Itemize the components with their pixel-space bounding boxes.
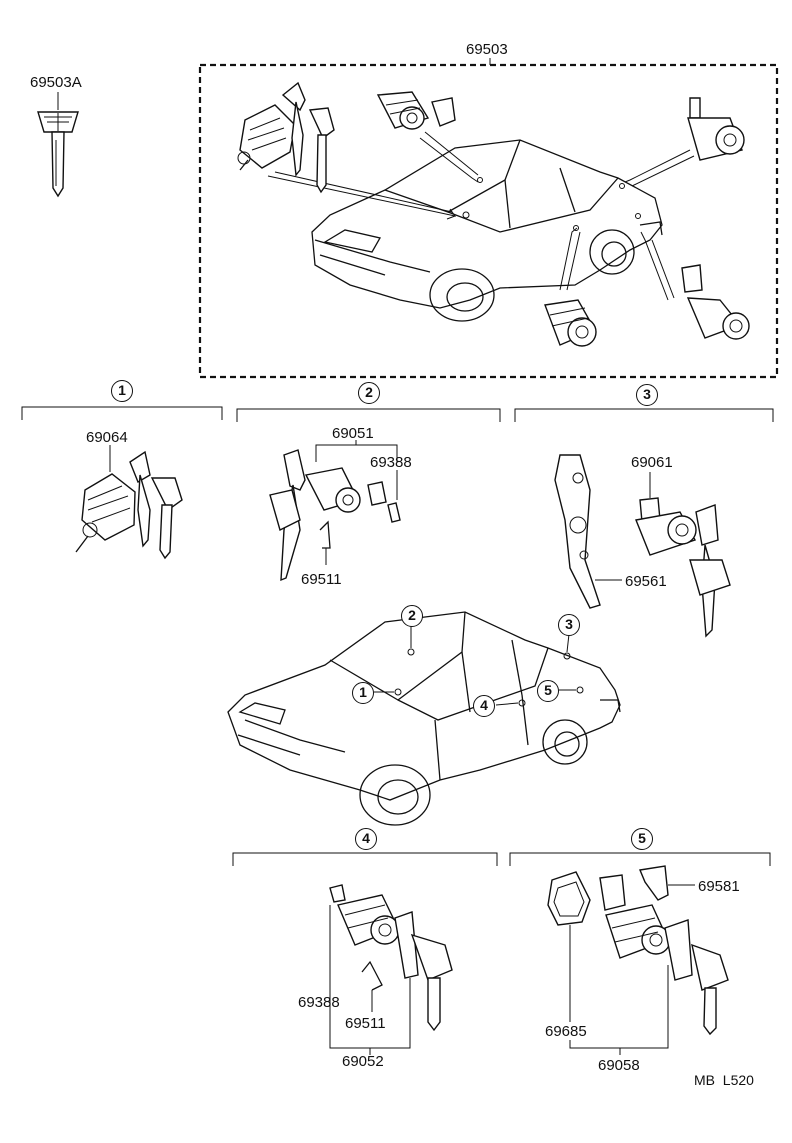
ignition-lock-icon [237, 81, 335, 194]
trunk-lock-icon [376, 91, 456, 130]
group-4-number: 4 [355, 828, 377, 850]
part-label-69388-g4: 69388 [298, 994, 340, 1011]
group-2-number: 2 [358, 382, 380, 404]
door-lock-right-icon [687, 97, 745, 161]
car-callout-3: 3 [558, 614, 580, 636]
door-lock-cylinder-icon [544, 299, 597, 347]
group-3-bracket [514, 408, 774, 422]
group-3-number: 3 [636, 384, 658, 406]
part-label-69511-g2: 69511 [301, 571, 342, 588]
assembly-frame [198, 63, 779, 379]
key-blank-icon [37, 92, 79, 198]
part-label-69064: 69064 [86, 429, 128, 446]
car-callout-1: 1 [352, 682, 374, 704]
part-label-69561: 69561 [625, 573, 667, 590]
group-4-bracket [232, 852, 498, 866]
door-lock-left-set-icon [329, 884, 453, 1055]
group-2-bracket [236, 408, 501, 422]
group-5-bracket [509, 852, 771, 866]
car-callout-4: 4 [473, 695, 495, 717]
key-blank-label: 69503A [30, 74, 82, 91]
part-label-69511-g4: 69511 [345, 1015, 386, 1032]
fuel-lid-lock-icon [681, 264, 750, 340]
location-arrows [267, 131, 695, 301]
trunk-lock-set-icon [269, 440, 401, 582]
part-label-69058: 69058 [598, 1057, 640, 1074]
part-label-69061: 69061 [631, 454, 673, 471]
part-label-69685: 69685 [545, 1023, 587, 1040]
car-center-illustration [227, 611, 621, 826]
car-callout-5: 5 [537, 680, 559, 702]
group-1-bracket [21, 406, 223, 420]
group-5-number: 5 [631, 828, 653, 850]
footer-code: MB L520 [694, 1072, 754, 1088]
part-label-69581: 69581 [698, 878, 740, 895]
part-label-69388-g2: 69388 [370, 454, 412, 471]
group-1-number: 1 [111, 380, 133, 402]
car-top-illustration [311, 139, 663, 322]
ignition-lock-set-icon [75, 445, 183, 560]
part-label-69051: 69051 [332, 425, 374, 442]
door-lock-set-icon [554, 454, 731, 638]
main-assembly-label: 69503 [466, 41, 508, 58]
part-label-69052: 69052 [342, 1053, 384, 1070]
fuel-lid-lock-set-icon [547, 865, 729, 1055]
car-callout-2: 2 [401, 605, 423, 627]
